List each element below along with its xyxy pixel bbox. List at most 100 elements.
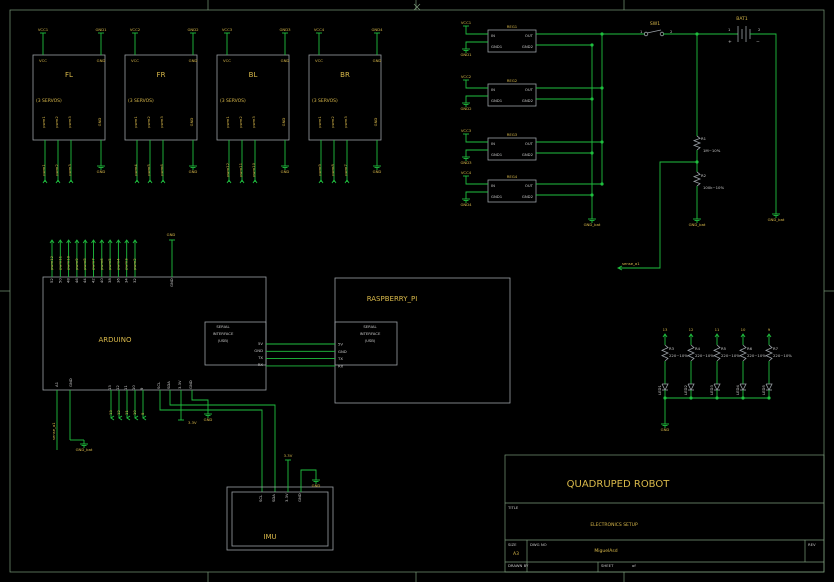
r2-value: 100k~10% [703, 185, 724, 190]
reg-in-pin: IN [491, 33, 495, 38]
led-label: LED1 [657, 385, 662, 395]
reg-in-pin: IN [491, 183, 495, 188]
arduino-serial-pin: RX [258, 362, 264, 367]
resistor-zigzag [739, 344, 747, 362]
sda-wire [169, 390, 276, 492]
led-net-label: 13 [663, 327, 668, 332]
vcc-pin: VCC [131, 58, 139, 63]
ground-label: GND [661, 427, 670, 432]
vcc-pin: VCC [315, 58, 323, 63]
servo-gnd-pin: GND [97, 118, 102, 127]
arduino-pin-num: 52 [49, 278, 54, 283]
led-net-label: 10 [741, 327, 746, 332]
ground-label: GND [189, 169, 198, 174]
led-resistor-value: 220~10% [669, 353, 688, 358]
vcc-label: VCC1 [461, 20, 472, 25]
gnd-pin: GND [97, 58, 106, 63]
pwm-net-label: pwm9 [74, 258, 79, 270]
vcc-label: VCC4 [461, 170, 472, 175]
switch-pin-1: 1 [640, 29, 643, 34]
reg-in-pin: IN [491, 141, 495, 146]
reg-gnd-pin: GND1 [491, 98, 503, 103]
pwm-net-label: pwm8 [82, 258, 87, 270]
servo-gnd-pin: GND [189, 118, 194, 127]
rpi-box [334, 277, 511, 404]
ground-label: GND_bat [76, 447, 93, 452]
ground-label: GND [312, 483, 321, 488]
ground-label: GND3 [460, 160, 472, 165]
battery-pin-1: 1 [728, 27, 731, 32]
servo-module-sub: (3 SERVOS) [220, 98, 246, 104]
servo-gnd-pin: GND [373, 118, 378, 127]
arduino-pin-num: 34 [124, 278, 129, 283]
regulator-name: REG3 [507, 132, 518, 137]
arduino-a1-pin: A1 [54, 381, 59, 387]
arrow-icon [160, 179, 166, 184]
servo-module-sub: (3 SERVOS) [128, 98, 154, 104]
imu-inner-box [231, 491, 329, 547]
vcc-label: VCC1 [38, 27, 49, 32]
servo-pin-label: pwm2 [146, 116, 151, 128]
reg-gnd2-pin: GND2 [522, 44, 534, 49]
arrow-icon [226, 179, 232, 184]
rpi-serial-pin: 5V [338, 342, 343, 347]
arrow-icon [134, 415, 139, 421]
title-block-label: REV [808, 542, 816, 547]
arduino-serial-label: SERIAL [216, 324, 230, 329]
arrow-icon [116, 239, 121, 244]
led-net-label: 11 [124, 410, 129, 415]
servo-module-sub: (3 SERVOS) [36, 98, 62, 104]
reg-gnd-wire [465, 95, 488, 99]
arduino-pin-num: 38 [107, 278, 112, 283]
switch-lever [646, 29, 662, 34]
reg-gnd-wire [465, 191, 488, 195]
reg-in-wire [465, 134, 488, 143]
title-block-size: A3 [513, 551, 519, 557]
led-net-label: 10 [132, 410, 137, 415]
pwm-net-label: pwm11 [57, 255, 62, 270]
vcc-label: VCC2 [461, 74, 472, 79]
servo-module-box [308, 54, 382, 141]
vcc-label: GND1 [95, 27, 107, 32]
reg-gnd-pin: GND1 [491, 44, 503, 49]
reg-in-wire [465, 176, 488, 185]
led-resistor-value: 220~10% [721, 353, 740, 358]
title-block-subtitle: ELECTRONICS SETUP [590, 522, 638, 528]
arduino-serial-label: (USB) [218, 338, 229, 343]
servo-pin-label: pwm2 [330, 116, 335, 128]
arrow-icon [68, 179, 74, 184]
led-diode [687, 383, 695, 391]
led-resistor-label: R4 [695, 346, 701, 351]
arrow-icon [42, 179, 48, 184]
led-resistor-label: R6 [747, 346, 753, 351]
led-resistor-value: 220~10% [695, 353, 714, 358]
arrow-icon [91, 239, 96, 244]
servo-gnd-pin: GND [281, 118, 286, 127]
title-block-label: SIZE [508, 542, 517, 547]
led-net-label: 12 [116, 410, 121, 415]
imu-v33-label: 3.3V [284, 453, 293, 458]
rpi-name: RASPBERRY_PI [367, 295, 418, 303]
pwm-net-label: pwm6 [159, 164, 164, 176]
regulator-box [487, 29, 537, 53]
title-block-title: QUADRUPED ROBOT [567, 479, 671, 490]
vcc-label: VCC2 [130, 27, 141, 32]
vcc-label: GND4 [371, 27, 383, 32]
resistor-zigzag [692, 135, 702, 151]
led-resistor-label: R5 [721, 346, 727, 351]
servo-pin-label: pwm3 [251, 116, 256, 128]
reg-gnd-wire [465, 41, 488, 45]
pwm-net-label: pwm11 [238, 162, 243, 177]
regulator-name: REG2 [507, 78, 518, 83]
reg-out-pin: OUT [525, 141, 534, 146]
title-block-label: DWG NO [530, 542, 547, 547]
title-block-author: MiguelAsd [594, 548, 617, 554]
ground-label: GND_bat [584, 222, 601, 227]
arduino-pin-num: 46 [74, 278, 79, 283]
led-resistor-label: R7 [773, 346, 779, 351]
vcc-label: VCC3 [222, 27, 233, 32]
ground-label: GND4 [460, 202, 472, 207]
battery-neg-wire [750, 33, 777, 210]
reg-gnd-wire [465, 149, 488, 153]
gnd-pin: GND [281, 58, 290, 63]
